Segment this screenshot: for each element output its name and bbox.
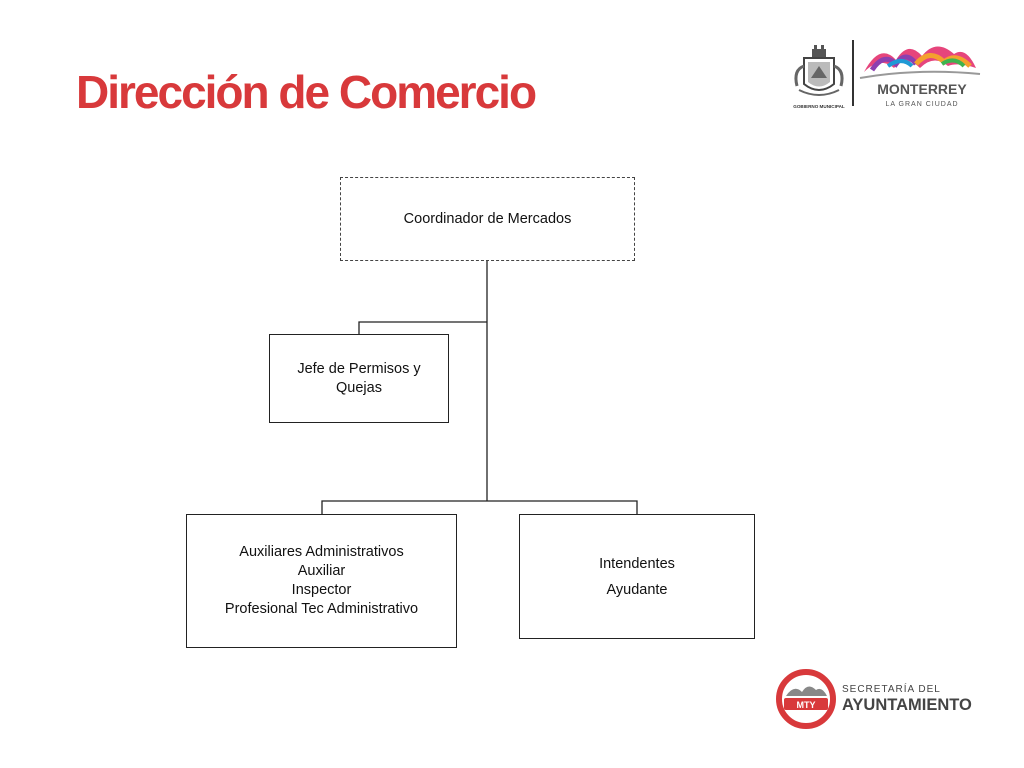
monterrey-tagline: LA GRAN CIUDAD: [885, 101, 958, 108]
header-logos: GOBIERNO MUNICIPAL MONTERREY LA GRAN CIU…: [786, 36, 986, 112]
footer-line1: SECRETARÍA DEL: [842, 682, 941, 695]
monterrey-name: MONTERREY: [877, 81, 967, 97]
coat-of-arms-logo: GOBIERNO MUNICIPAL: [793, 45, 845, 109]
secretaria-ayuntamiento-logo: MTY SECRETARÍA DEL AYUNTAMIENTO: [776, 669, 972, 729]
org-node-label: Coordinador de Mercados: [403, 210, 572, 227]
monterrey-logo: MONTERREY LA GRAN CIUDAD: [859, 46, 981, 108]
page-title: Dirección de Comercio: [76, 66, 537, 118]
org-node-label: Jefe de Permisos y: [297, 360, 421, 377]
org-node-label: Intendentes: [599, 555, 675, 572]
org-node-coordinador: Coordinador de Mercados: [340, 177, 635, 261]
org-node-label: Ayudante: [606, 581, 668, 598]
org-node-label: Inspector: [291, 582, 352, 598]
org-node-label: Quejas: [336, 379, 382, 396]
logo-separator: [852, 40, 854, 106]
org-node-auxiliares: Auxiliares Administrativos Auxiliar Insp…: [186, 514, 457, 648]
mty-badge-text: MTY: [797, 700, 816, 710]
org-node-label: Profesional Tec Administrativo: [224, 601, 419, 617]
footer-line2: AYUNTAMIENTO: [842, 696, 972, 714]
org-node-label: Auxiliar: [297, 563, 346, 579]
org-node-label: Auxiliares Administrativos: [239, 544, 404, 560]
org-node-intendentes: Intendentes Ayudante: [519, 514, 755, 639]
connector-jefe: [358, 321, 487, 334]
gobierno-caption: GOBIERNO MUNICIPAL: [793, 104, 845, 109]
org-node-jefe-permisos: Jefe de Permisos y Quejas: [269, 334, 449, 423]
connector-bottom-branch: [321, 500, 638, 514]
